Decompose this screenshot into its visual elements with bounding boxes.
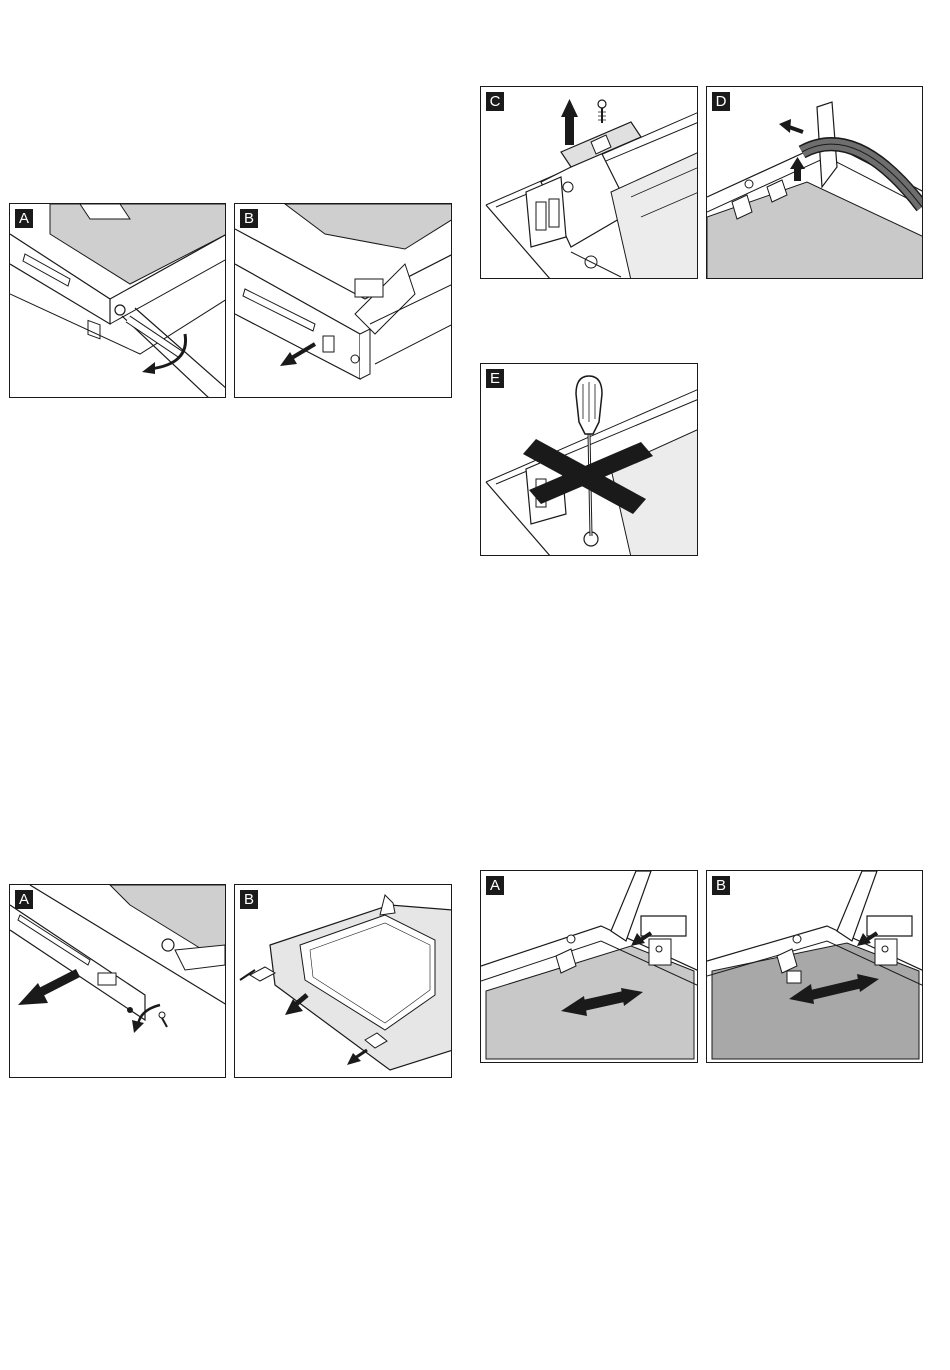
figure-label: A xyxy=(486,876,504,895)
figure-label: A xyxy=(15,890,33,909)
figure-top-right-d: D xyxy=(706,86,923,279)
figure-label: C xyxy=(486,92,504,111)
oven-panel-removal-illustration xyxy=(235,204,452,398)
figure-top-right-e: E xyxy=(480,363,698,556)
door-reinsertion-illustration-b xyxy=(707,871,923,1063)
screwdriver-prohibited-illustration xyxy=(481,364,698,556)
figure-bottom-left-b: B xyxy=(234,884,452,1078)
figure-label: D xyxy=(712,92,730,111)
figure-bottom-left-a: A xyxy=(9,884,226,1078)
figure-bottom-right-a: A xyxy=(480,870,698,1063)
figure-label: E xyxy=(486,369,504,388)
oven-cable-illustration xyxy=(10,204,226,398)
figure-label: B xyxy=(240,209,258,228)
door-reinsertion-illustration xyxy=(481,871,698,1063)
figure-label: A xyxy=(15,209,33,228)
figure-bottom-right-b: B xyxy=(706,870,923,1063)
door-trim-removal-illustration xyxy=(10,885,226,1078)
figure-top-left-a: A xyxy=(9,203,226,398)
hinge-screw-removal-illustration xyxy=(481,87,698,279)
figure-top-left-b: B xyxy=(234,203,452,398)
door-glass-removal-illustration xyxy=(235,885,452,1078)
figure-label: B xyxy=(712,876,730,895)
figure-label: B xyxy=(240,890,258,909)
figure-top-right-c: C xyxy=(480,86,698,279)
seal-removal-illustration xyxy=(707,87,923,279)
